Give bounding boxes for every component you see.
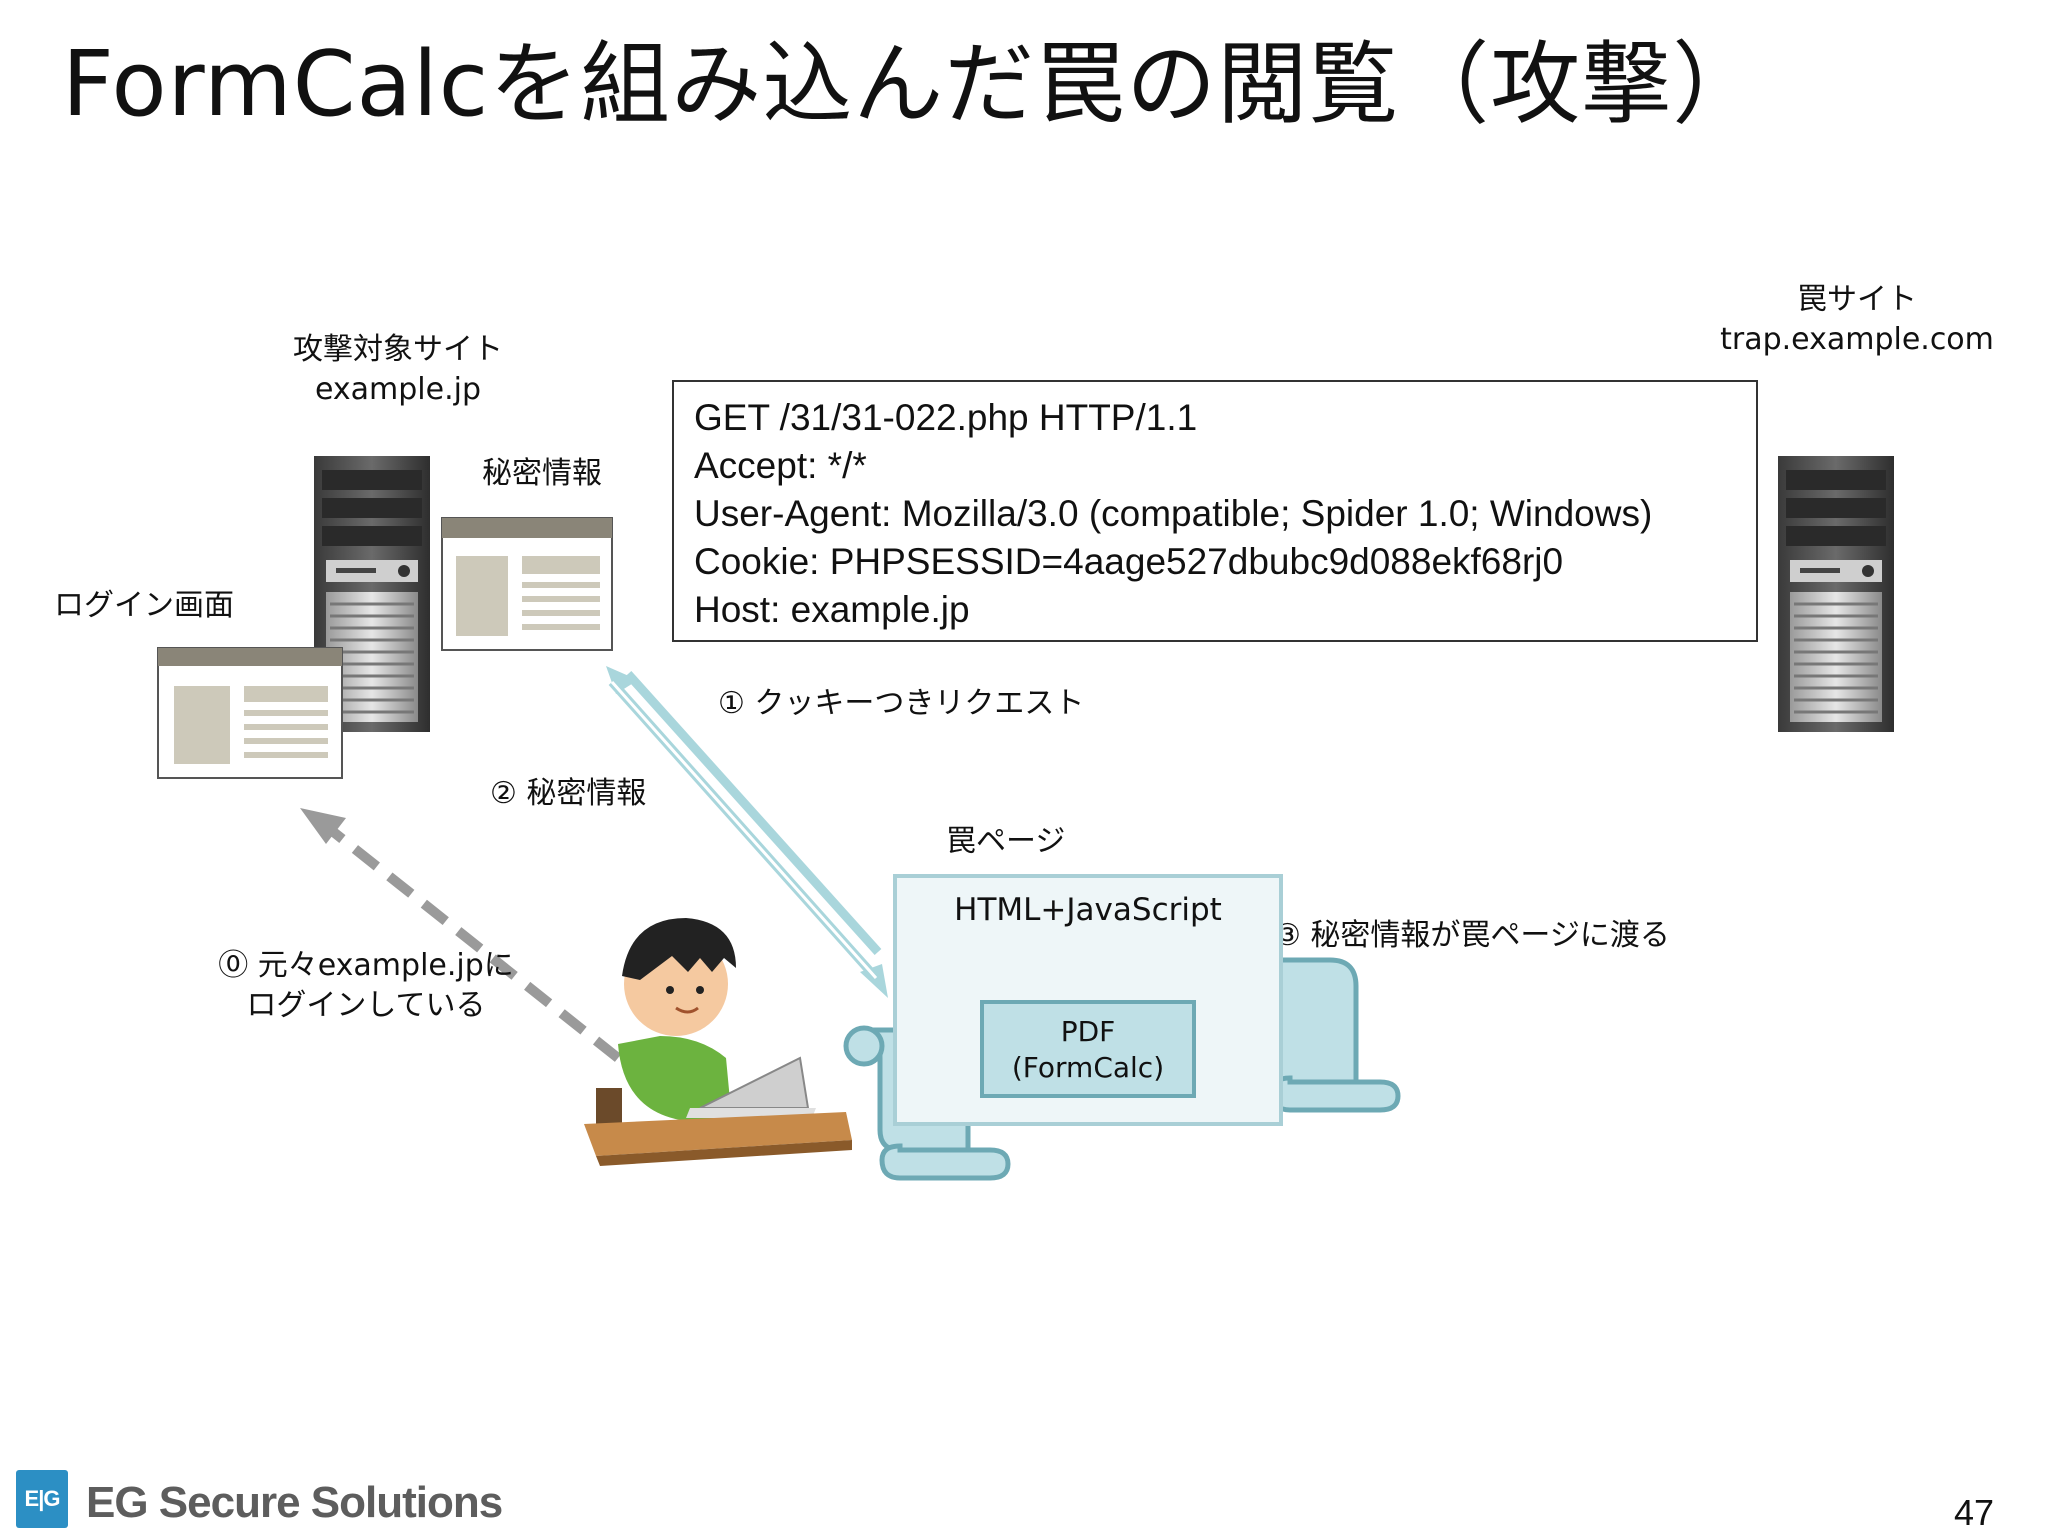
pdf-line2: (FormCalc) xyxy=(1011,1051,1165,1084)
login-window-icon xyxy=(157,647,343,779)
trap-site-domain: trap.example.com xyxy=(1720,322,1994,357)
company-name: EG Secure Solutions xyxy=(86,1478,503,1527)
trap-server-icon xyxy=(1778,456,1894,732)
request-line: Accept: */* xyxy=(694,445,867,486)
login-screen-label: ログイン画面 xyxy=(54,588,234,623)
user-at-laptop-icon xyxy=(584,918,852,1166)
page-title: FormCalcを組み込んだ罠の閲覧（攻撃） xyxy=(62,32,1764,137)
trap-page-label: 罠ページ xyxy=(946,824,1066,859)
target-server-icon xyxy=(314,456,430,732)
request-line: User-Agent: Mozilla/3.0 (compatible; Spi… xyxy=(694,493,1653,534)
target-site-label: 攻撃対象サイト example.jp xyxy=(258,330,538,410)
trap-site-name: 罠サイト xyxy=(1797,282,1917,317)
request-response-arrow xyxy=(606,666,888,998)
trap-page-content: HTML+JavaScript xyxy=(954,892,1222,928)
http-request-box: GET /31/31-022.php HTTP/1.1 Accept: */* … xyxy=(672,380,1758,642)
step0-line2: ログインしている xyxy=(246,988,486,1023)
pdf-line1: PDF xyxy=(1060,1015,1116,1048)
page-number: 47 xyxy=(1953,1492,1994,1533)
step1-label: ① クッキーつきリクエスト xyxy=(718,686,1085,721)
secret-window-icon xyxy=(441,517,613,651)
request-line: Cookie: PHPSESSID=4aage527dbubc9d088ekf6… xyxy=(694,541,1564,582)
target-site-name: 攻撃対象サイト xyxy=(293,332,503,367)
step0-line1: ⓪ 元々example.jpに xyxy=(218,948,514,983)
request-line: GET /31/31-022.php HTTP/1.1 xyxy=(694,397,1198,438)
step2-label: ② 秘密情報 xyxy=(490,776,647,811)
request-line: Host: example.jp xyxy=(694,589,970,630)
step0-label: ⓪ 元々example.jpに ログインしている xyxy=(206,946,526,1026)
secret-info-label: 秘密情報 xyxy=(482,456,602,491)
trap-site-label: 罠サイト trap.example.com xyxy=(1712,280,2002,360)
target-site-domain: example.jp xyxy=(314,372,482,407)
pdf-formcalc-box: PDF (FormCalc) xyxy=(980,1000,1196,1098)
login-dashed-arrow xyxy=(300,808,622,1062)
step3-label: ③ 秘密情報が罠ページに渡る xyxy=(1274,918,1670,953)
company-logo-icon: E|G xyxy=(16,1470,68,1528)
